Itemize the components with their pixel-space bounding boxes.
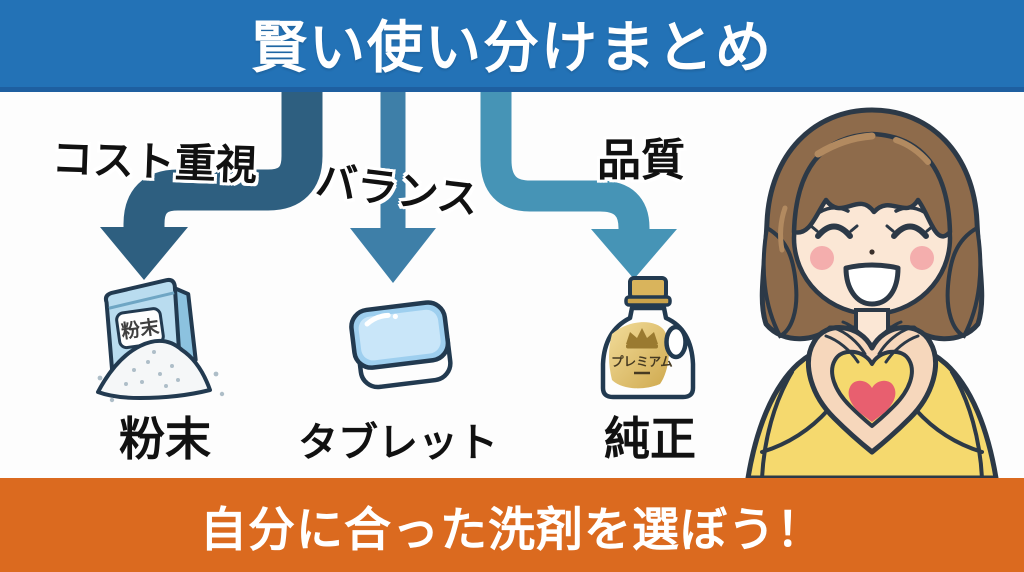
flow-arrow-quality bbox=[480, 88, 677, 279]
hair-highlights bbox=[778, 132, 931, 253]
crown-icon bbox=[626, 328, 658, 349]
premium-bottle-icon: プレミアム bbox=[600, 276, 696, 400]
header-banner: 賢い使い分けまとめ bbox=[0, 0, 1024, 92]
bottle-cap bbox=[628, 276, 668, 300]
blush-left bbox=[810, 246, 834, 270]
tablet-icon bbox=[349, 300, 453, 390]
branch-label-cost: コスト重視 bbox=[51, 135, 258, 189]
powder-bag-icon: 粉末 bbox=[96, 277, 225, 403]
bottle-label-text: プレミアム bbox=[611, 354, 673, 369]
smiling-mouth bbox=[843, 262, 901, 307]
eyebrow-right bbox=[894, 206, 926, 214]
product-label-powder: 粉末 bbox=[119, 413, 211, 465]
flow-arrow-cost bbox=[100, 88, 323, 280]
bottle-handle-hole bbox=[664, 324, 688, 360]
product-label-genuine: 純正 bbox=[604, 413, 696, 465]
finger-lines bbox=[824, 320, 920, 364]
page-title: 賢い使い分けまとめ bbox=[251, 16, 773, 79]
eyebrow-left bbox=[818, 206, 850, 214]
hair-lock-left bbox=[761, 224, 799, 339]
hair-lock-right bbox=[945, 224, 983, 339]
footer-banner: 自分に合った洗剤を選ぼう！ bbox=[0, 478, 1024, 572]
red-heart-icon bbox=[848, 380, 896, 422]
closed-eyes bbox=[809, 223, 935, 239]
flow-arrow-balance bbox=[350, 88, 436, 283]
branch-label-quality: 品質 bbox=[597, 136, 685, 185]
product-label-tablet: タブレット bbox=[298, 421, 498, 465]
footer-title: 自分に合った洗剤を選ぼう！ bbox=[200, 502, 824, 556]
powder-specks bbox=[97, 350, 225, 403]
blush-right bbox=[910, 246, 934, 270]
arm-lines bbox=[760, 370, 984, 478]
woman-character-illustration bbox=[745, 107, 999, 478]
nose bbox=[869, 249, 875, 255]
